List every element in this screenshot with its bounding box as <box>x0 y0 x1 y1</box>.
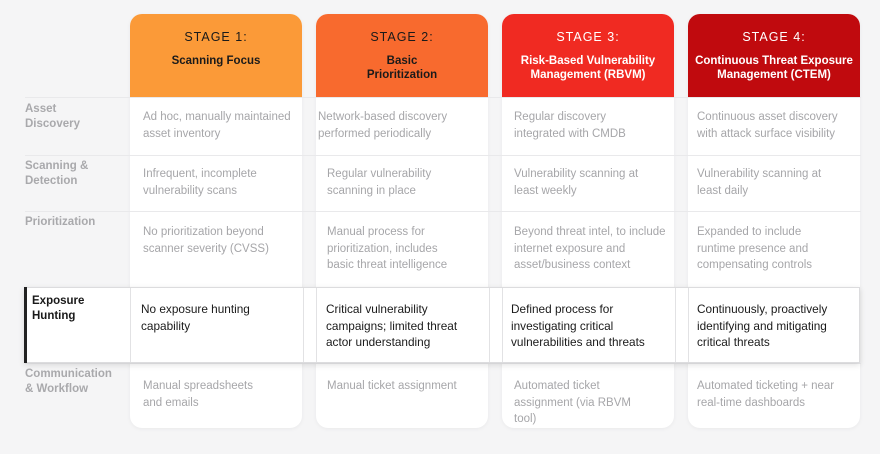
cell-communication-stage-1: Manual spreadsheets and emails <box>143 380 253 409</box>
cell-scanning-stage-1: Infrequent, incomplete vulnerability sca… <box>143 168 257 197</box>
stage-2-title: Basic Prioritization <box>366 55 438 81</box>
stage-3-title: Risk-Based Vulnerability Management (RBV… <box>520 55 656 81</box>
cell-exposure-hunting-stage-2: Critical vulnerability campaigns; limite… <box>326 302 458 349</box>
highlight-divider <box>502 288 503 362</box>
cell-asset-discovery-stage-1: Ad hoc, manually maintained asset invent… <box>143 111 291 140</box>
cell-scanning-stage-4: Vulnerability scanning at least daily <box>697 168 822 197</box>
row-divider <box>25 211 861 212</box>
stage-1-header: STAGE 1: Scanning Focus <box>130 14 302 98</box>
stage-4-header: STAGE 4: Continuous Threat Exposure Mana… <box>688 14 860 98</box>
row-label-exposure-hunting: Exposure Hunting <box>32 295 85 322</box>
row-label-prioritization: Prioritization <box>25 216 96 228</box>
row-divider <box>25 97 861 98</box>
highlight-divider <box>316 288 317 362</box>
stage-1-column: STAGE 1: Scanning Focus <box>130 14 302 428</box>
stage-1-number: STAGE 1: <box>184 30 248 44</box>
cell-asset-discovery-stage-2: Network-based discovery performed period… <box>318 111 448 140</box>
stage-3-header: STAGE 3: Risk-Based Vulnerability Manage… <box>502 14 674 98</box>
cell-communication-stage-4: Automated ticketing + near real-time das… <box>697 380 835 409</box>
highlight-divider <box>675 288 676 362</box>
row-divider <box>25 155 861 156</box>
cell-exposure-hunting-stage-3: Defined process for investigating critic… <box>511 302 645 349</box>
row-label-asset-discovery: Asset Discovery <box>25 103 80 130</box>
cell-prioritization-stage-3: Beyond threat intel, to include internet… <box>514 226 666 271</box>
stage-1-title: Scanning Focus <box>171 55 261 67</box>
cell-communication-stage-3: Automated ticket assignment (via RBVM to… <box>514 380 631 425</box>
cell-communication-stage-2: Manual ticket assignment <box>327 380 457 392</box>
stage-3-column: STAGE 3: Risk-Based Vulnerability Manage… <box>502 14 674 428</box>
cell-scanning-stage-3: Vulnerability scanning at least weekly <box>514 168 639 197</box>
row-label-communication-workflow: Communication & Workflow <box>25 368 112 395</box>
stage-2-header: STAGE 2: Basic Prioritization <box>316 14 488 98</box>
cell-prioritization-stage-2: Manual process for prioritization, inclu… <box>327 226 448 271</box>
cell-exposure-hunting-stage-1: No exposure hunting capability <box>141 302 250 333</box>
stage-4-title: Continuous Threat Exposure Management (C… <box>695 55 853 81</box>
cell-asset-discovery-stage-3: Regular discovery integrated with CMDB <box>514 111 626 140</box>
highlighted-row <box>24 287 860 363</box>
stage-4-number: STAGE 4: <box>742 30 806 44</box>
stage-4-column: STAGE 4: Continuous Threat Exposure Mana… <box>688 14 860 428</box>
cell-asset-discovery-stage-4: Continuous asset discovery with attack s… <box>697 111 838 140</box>
highlight-divider <box>688 288 689 362</box>
stage-2-column: STAGE 2: Basic Prioritization <box>316 14 488 428</box>
cell-prioritization-stage-4: Expanded to include runtime presence and… <box>697 226 813 271</box>
row-label-scanning-detection: Scanning & Detection <box>25 160 89 187</box>
row-divider <box>25 363 861 364</box>
highlight-divider <box>489 288 490 362</box>
stage-3-number: STAGE 3: <box>556 30 620 44</box>
highlight-divider <box>303 288 304 362</box>
cell-scanning-stage-2: Regular vulnerability scanning in place <box>327 168 432 197</box>
cell-prioritization-stage-1: No prioritization beyond scanner severit… <box>143 226 269 255</box>
cell-exposure-hunting-stage-4: Continuously, proactively identifying an… <box>697 302 828 349</box>
stage-2-number: STAGE 2: <box>370 30 434 44</box>
highlighted-row-marker <box>24 287 128 363</box>
highlight-divider <box>130 288 131 362</box>
